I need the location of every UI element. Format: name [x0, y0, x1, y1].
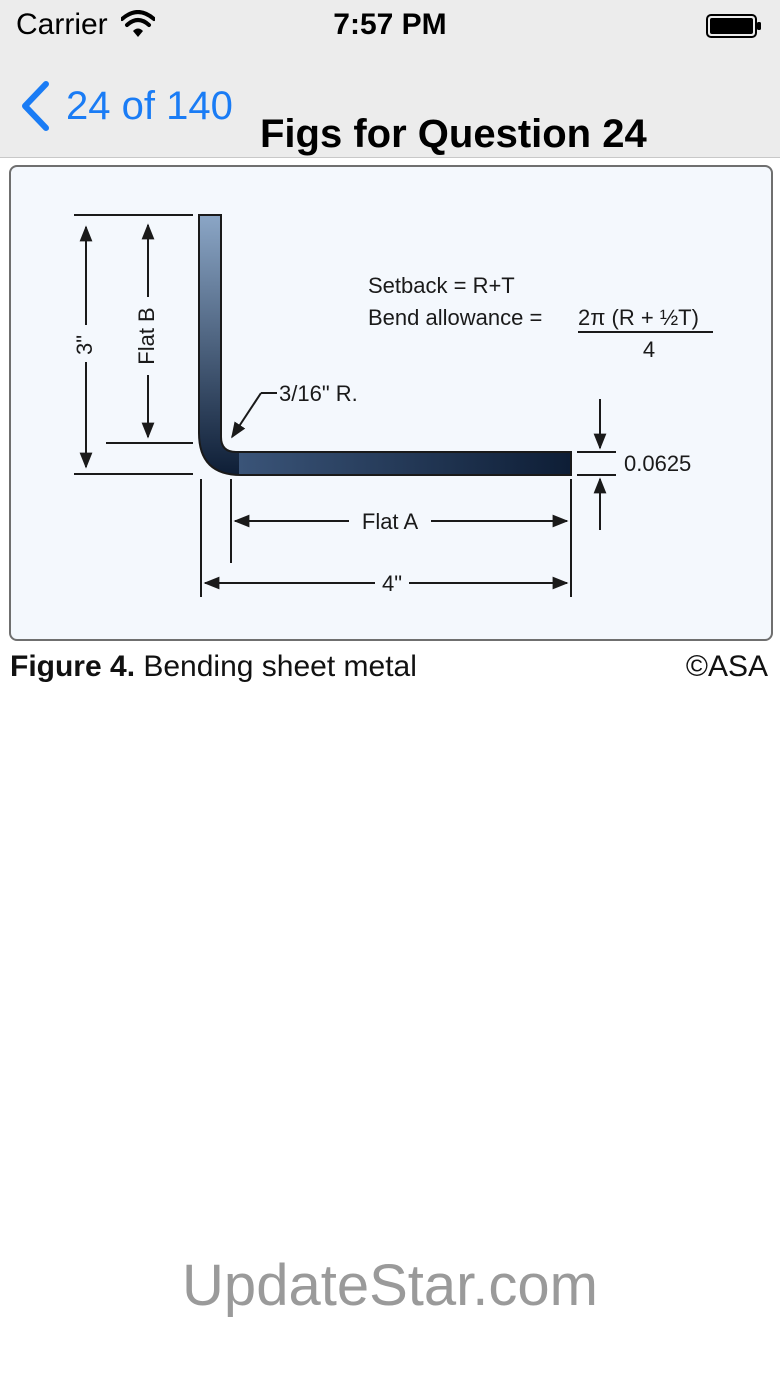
figure-caption-text: Bending sheet metal	[135, 650, 417, 683]
bent-sheet-metal	[198, 214, 572, 476]
back-label: 24 of 140	[66, 83, 233, 128]
status-bar: Carrier 7:57 PM	[0, 0, 780, 56]
width-dimension-label: 4"	[382, 571, 402, 596]
battery-icon	[706, 14, 761, 38]
flat-b-label: Flat B	[134, 307, 159, 364]
figure-number: Figure 4.	[10, 650, 136, 683]
setback-formula: Setback = R+T	[368, 273, 515, 298]
bend-allowance-numerator: 2π (R + ½T)	[578, 305, 699, 330]
copyright-label: ©ASA	[685, 650, 768, 683]
page-title: Figs for Question 24	[260, 112, 647, 156]
horizontal-flange	[239, 453, 570, 474]
carrier-label: Carrier	[16, 8, 108, 41]
figure-panel: 3" Flat B 3/16" R. Setback = R+T Bend al…	[9, 165, 773, 641]
figure-caption: Figure 4. Bending sheet metal	[10, 650, 417, 684]
height-dimension-label: 3"	[72, 335, 97, 355]
watermark-text: UpdateStar.com	[182, 1253, 598, 1318]
chevron-left-icon	[22, 81, 49, 131]
wifi-icon	[121, 10, 155, 37]
thickness-label: 0.0625	[624, 451, 691, 476]
flat-a-label: Flat A	[362, 509, 419, 534]
bend-allowance-denominator: 4	[643, 337, 655, 362]
back-button[interactable]: 24 of 140	[18, 78, 233, 134]
bend-allowance-prefix: Bend allowance =	[368, 305, 542, 330]
sheet-metal-diagram: 3" Flat B 3/16" R. Setback = R+T Bend al…	[72, 214, 713, 597]
radius-label: 3/16" R.	[279, 381, 358, 406]
clock-time: 7:57 PM	[333, 8, 447, 41]
navigation-bar: 24 of 140 Figs for Question 24	[0, 56, 780, 158]
